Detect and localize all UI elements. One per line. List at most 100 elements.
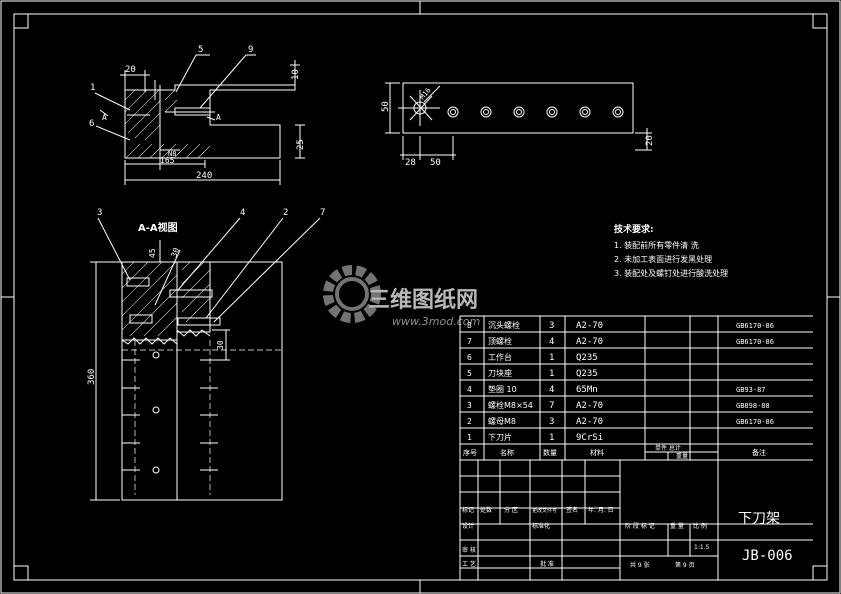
- bom-cell-name: 螺栓M8×54: [488, 400, 533, 410]
- tech-requirements: 技术要求: 1. 装配前所有零件清 洗 2. 未加工表面进行发黑处理 3. 装配…: [614, 223, 728, 278]
- dim-20b: 20: [645, 135, 655, 146]
- title-block: 标记 处数 分 区 更改文件号 签名 年. 月. 日 设计 标准化 阶 段 标 …: [460, 460, 813, 581]
- drawing-title: 下刀架: [738, 511, 780, 527]
- tb-scale: 1:1.5: [694, 544, 710, 551]
- bom-header-name: 名称: [500, 448, 514, 457]
- requirements-heading: 技术要求:: [614, 223, 654, 235]
- callout-4: 4: [240, 208, 245, 218]
- bom-cell-no: 6: [467, 353, 472, 362]
- bom-cell-no: 4: [467, 385, 472, 394]
- dim-360: 360: [87, 369, 97, 385]
- bom-cell-material: Q235: [576, 353, 598, 363]
- tb-sign: 签名: [566, 506, 578, 514]
- dim-165: 165: [160, 156, 175, 165]
- tb-zone: 分 区: [504, 506, 518, 514]
- callout-3: 3: [97, 208, 102, 218]
- bom-cell-std: GB6170-86: [736, 418, 774, 426]
- bom-cell-material: A2-70: [576, 337, 603, 347]
- bom-cell-name: 沉头螺栓: [488, 320, 520, 330]
- bom-cell-name: 垫圈 10: [488, 384, 517, 394]
- callout-2: 2: [283, 208, 288, 218]
- dim-45: 45: [148, 248, 157, 258]
- bom-cell-name: 刀块座: [488, 368, 512, 378]
- dim-25: 25: [296, 139, 306, 150]
- bom-header: 序号 名称 数量 材料 单件 总计 重量 备注: [463, 444, 766, 460]
- tb-places: 处数: [480, 506, 492, 514]
- gear-icon: [323, 265, 381, 323]
- bom-header-remark: 备注: [752, 448, 766, 457]
- dim-240: 240: [196, 171, 212, 181]
- dim-m16: M16: [418, 86, 432, 101]
- callout-1: 1: [90, 83, 95, 93]
- callout-9: 9: [248, 45, 253, 55]
- requirement-1: 1. 装配前所有零件清 洗: [614, 240, 699, 250]
- drawing-code: JB-006: [742, 548, 793, 564]
- bolt-holes: [447, 106, 624, 118]
- bom-cell-name: 工作台: [488, 352, 512, 362]
- section-view: A-A视图: [87, 208, 325, 501]
- bom-cell-std: GB6170-86: [736, 338, 774, 346]
- bom-header-mass: 单件 总计: [655, 444, 681, 452]
- view-label: A-A视图: [138, 221, 178, 234]
- bom-cell-name: 螺母M8: [488, 416, 516, 426]
- bom-cell-no: 1: [467, 433, 472, 442]
- dim-30b: 30: [216, 340, 225, 350]
- bom-cell-qty: 1: [549, 369, 554, 379]
- bom-cell-std: GB93-87: [736, 386, 766, 394]
- bom-cell-no: 3: [467, 401, 472, 410]
- tb-docno: 更改文件号: [532, 507, 557, 514]
- bom-header-weight: 重量: [676, 452, 688, 460]
- bom-header-material: 材料: [590, 448, 604, 457]
- tb-review: 审 核: [462, 546, 476, 554]
- dim-20a: 20: [125, 65, 136, 75]
- section-mark-left: A: [102, 113, 107, 122]
- watermark-url: www.3mod.com: [392, 315, 480, 328]
- tb-sheet-no: 第 9 页: [675, 561, 695, 569]
- bom-cell-material: A2-70: [576, 401, 603, 411]
- bom-cell-qty: 4: [549, 337, 554, 347]
- requirement-2: 2. 未加工表面进行发黑处理: [614, 254, 712, 264]
- bom-header-qty: 数量: [543, 448, 557, 457]
- bom-cell-material: A2-70: [576, 321, 603, 331]
- bom-cell-material: 9CrSi: [576, 433, 603, 443]
- watermark-brand: 三维图纸网: [368, 287, 478, 313]
- tb-craft: 工 艺: [462, 560, 476, 568]
- bom-cell-material: Q235: [576, 369, 598, 379]
- tb-mark: 标记: [462, 506, 474, 514]
- tb-stdz: 标准化: [532, 522, 550, 530]
- watermark: 三维图纸网 www.3mod.com: [323, 265, 480, 328]
- top-view: 50 28 50 20 M16: [381, 82, 655, 168]
- dim-30: 30: [169, 246, 181, 258]
- bom-cell-std: GB6170-86: [736, 322, 774, 330]
- bom-cell-name: 顶螺栓: [488, 336, 512, 346]
- tb-design: 设计: [462, 522, 474, 530]
- bom-cell-name: 下刀片: [488, 432, 512, 442]
- bom-cell-no: 8: [467, 321, 472, 330]
- tb-date: 年. 月. 日: [588, 506, 614, 514]
- bom-cell-qty: 3: [549, 321, 554, 331]
- bom-cell-qty: 1: [549, 353, 554, 363]
- tb-sheets-total: 共 9 张: [630, 561, 650, 569]
- tb-ratio: 比 例: [693, 522, 707, 530]
- dim-28: 28: [405, 158, 416, 168]
- front-view: 20 10 25 165 240 N8 1 5 9 6 A A: [89, 45, 306, 185]
- bom-header-no: 序号: [463, 448, 477, 457]
- bom-cell-no: 5: [467, 369, 472, 378]
- bom-cell-no: 2: [467, 417, 472, 426]
- section-mark-right: A: [216, 113, 221, 122]
- tb-stage: 阶 段 标 记: [625, 522, 655, 530]
- callout-7: 7: [320, 208, 325, 218]
- bom-cell-material: A2-70: [576, 417, 603, 427]
- callout-6: 6: [89, 119, 94, 129]
- dim-50: 50: [381, 101, 391, 112]
- dim-10: 10: [291, 69, 301, 80]
- bom-cell-material: 65Mn: [576, 385, 598, 395]
- dim-n8: N8: [168, 150, 176, 158]
- requirement-3: 3. 装配处及螺钉处进行酸洗处理: [614, 268, 728, 278]
- bom-cell-std: GB898-88: [736, 402, 770, 410]
- bom-cell-qty: 1: [549, 433, 554, 443]
